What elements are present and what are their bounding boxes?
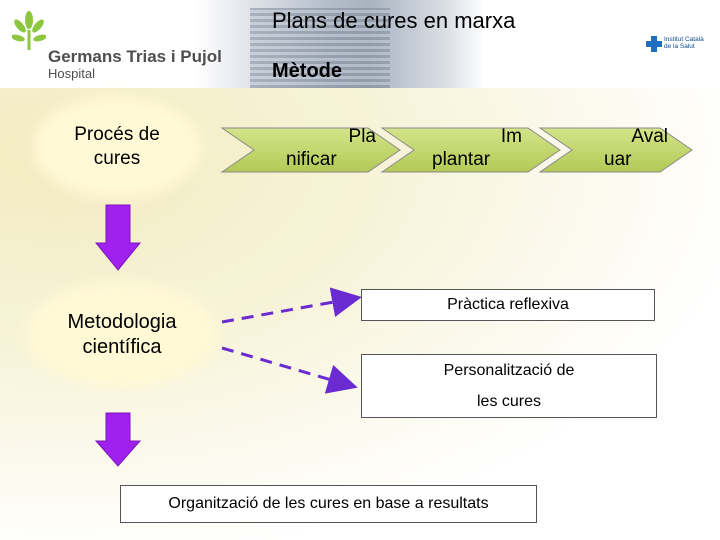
dashed-arrow-to-personalization [221,346,358,394]
step-implantar: Im plantar [432,125,522,171]
personalization-box: Personalització de les cures [361,354,657,418]
step-avaluar: Aval uar [600,125,668,171]
institute-cross-icon [646,36,662,52]
down-arrow-top [94,204,142,271]
chevron-avaluar [538,127,693,173]
slide-title: Plans de cures en marxa [272,8,516,33]
hospital-building-image [250,8,390,88]
step-implantar-line2: plantar [432,149,491,170]
down-arrow-bottom [94,412,142,467]
step-planificar: Pla nificar [286,125,376,171]
dashed-arrow-to-reflexive [221,287,362,324]
personalization-line1: Personalització de [443,362,575,379]
step-implantar-line1: Im [500,126,522,147]
step-planificar-line2: nificar [286,149,337,170]
step-planificar-line1: Pla [348,126,376,147]
results-organization-box: Organització de les cures en base a resu… [120,485,537,523]
reflexive-practice-box: Pràctica reflexiva [361,289,655,321]
chevron-implantar [380,127,561,173]
scientific-methodology-oval: Metodologia científica [36,292,208,378]
hospital-subtitle: Hospital [48,66,95,81]
process-of-care-oval: Procés de cures [42,106,192,188]
chevron-planificar [220,127,401,173]
personalization-line2: les cures [476,393,542,410]
scientific-methodology-label: Metodologia científica [67,311,177,358]
institute-line2: de la Salut [664,43,695,50]
process-of-care-label: Procés de cures [74,124,160,169]
institute-line1: Institut Català [664,36,704,43]
hospital-name: Germans Trias i Pujol [48,47,222,66]
institute-name: Institut Català de la Salut [664,36,704,50]
header-bar: Germans Trias i Pujol Hospital Plans de … [0,0,720,88]
hospital-leaf-logo-icon [12,11,46,50]
step-avaluar-line1: Aval [631,126,668,147]
step-avaluar-line2: uar [604,149,632,170]
slide-subtitle: Mètode [272,60,342,82]
